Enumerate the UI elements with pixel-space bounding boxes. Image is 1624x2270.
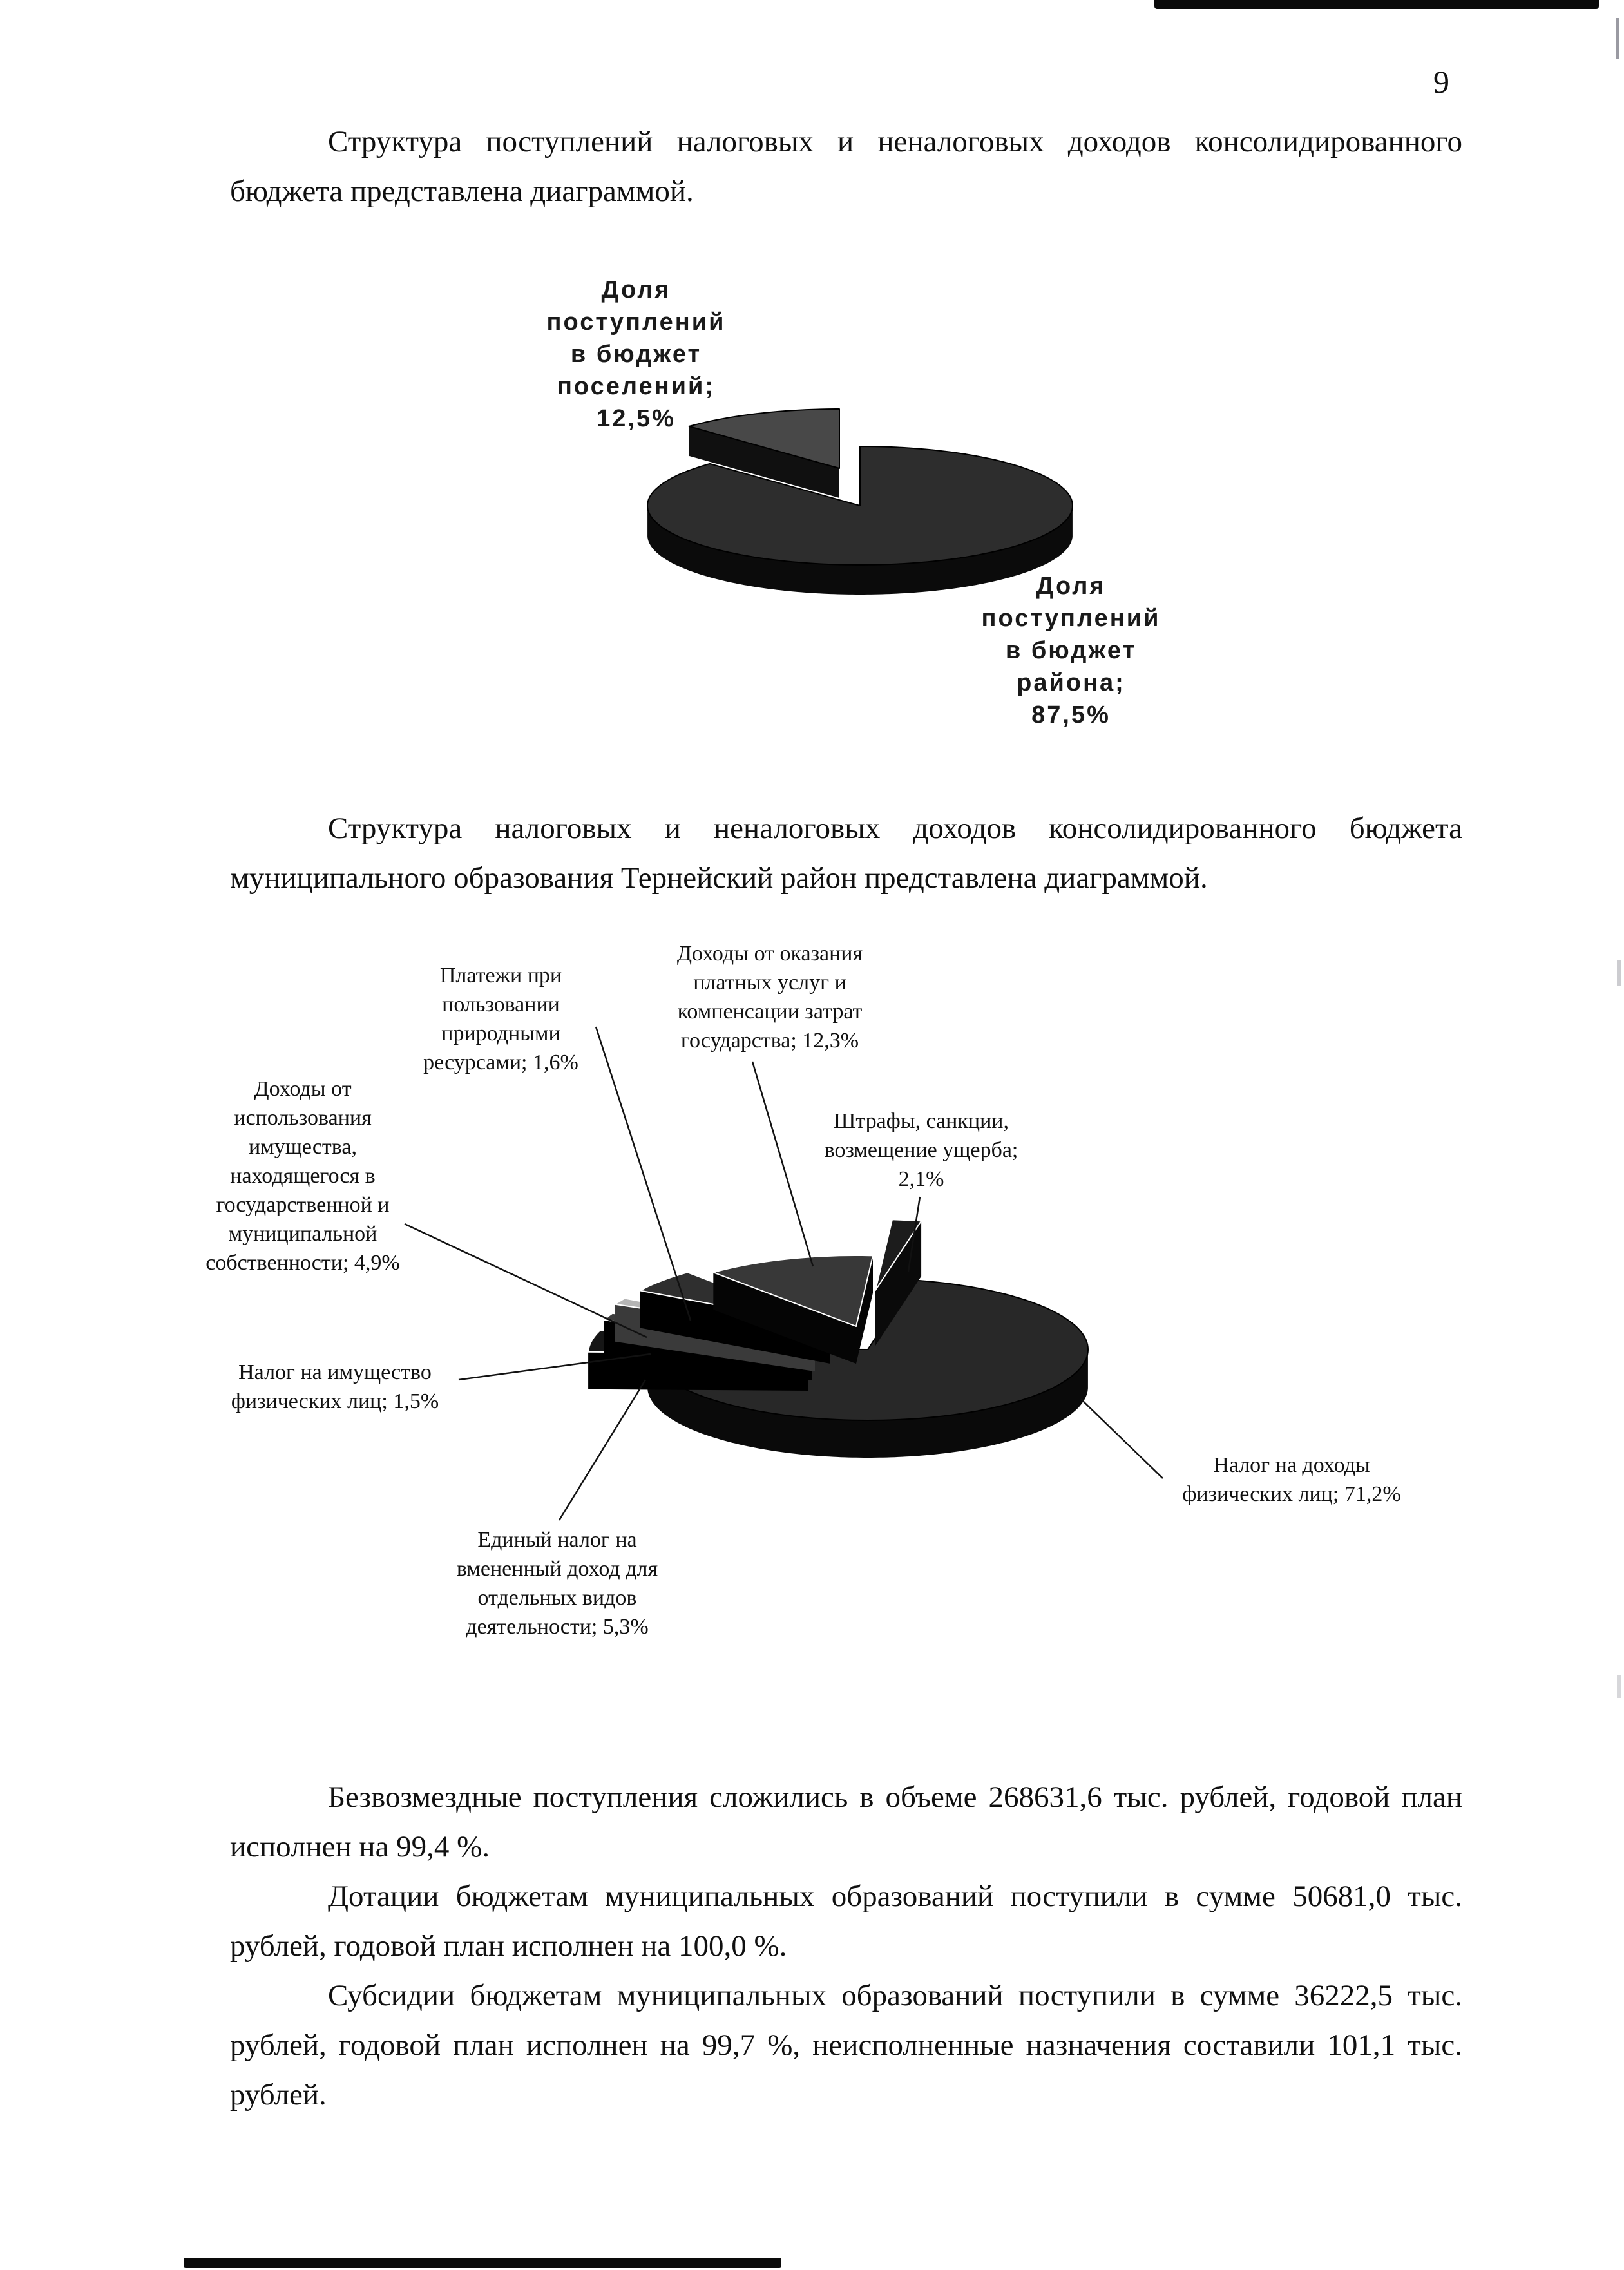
paragraph-subsidies: Субсидии бюджетам муниципальных образова… bbox=[230, 1979, 1462, 2112]
chart2-callout-personal-income-tax: Налог на доходы физических лиц; 71,2% bbox=[1182, 1453, 1401, 1506]
chart2-callout-unified-imputed-tax: Единый налог на вмененный доход для отде… bbox=[456, 1528, 658, 1639]
scan-artifact-edge-mark bbox=[1617, 1675, 1621, 1698]
chart2-callout-fines-sanctions: Штрафы, санкции, возмещение ущерба; 2,1% bbox=[824, 1109, 1018, 1191]
chart2-callout-property-use-income: Доходы от использования имущества, наход… bbox=[205, 1077, 400, 1275]
chart1-callout-settlements-share: Доля поступлений в бюджет поселений; 12,… bbox=[546, 276, 726, 432]
scan-artifact-edge-mark bbox=[1616, 18, 1619, 59]
paragraph-consolidated-budget-structure: Структура поступлений налоговых и ненало… bbox=[230, 125, 1462, 208]
scan-artifact-top-bar bbox=[1154, 0, 1599, 9]
chart2-callout-paid-services-income: Доходы от оказания платных услуг и компе… bbox=[676, 942, 863, 1053]
pie-chart-budget-shares bbox=[647, 408, 1073, 595]
page-number: 9 bbox=[1433, 64, 1449, 100]
paragraph-district-budget-structure: Структура налоговых и неналоговых доходо… bbox=[230, 812, 1462, 895]
paragraph-block-intro: Структура поступлений налоговых и ненало… bbox=[230, 117, 1462, 216]
chart1-callout-district-share: Доля поступлений в бюджет района; 87,5% bbox=[981, 573, 1161, 729]
paragraph-block-gratuitous-receipts: Безвозмездные поступления сложились в об… bbox=[230, 1773, 1462, 2120]
scan-artifact-edge-mark bbox=[1617, 960, 1621, 986]
chart2-callout-personal-property-tax: Налог на имущество физических лиц; 1,5% bbox=[231, 1360, 439, 1413]
paragraph-gratuitous-receipts: Безвозмездные поступления сложились в об… bbox=[230, 1780, 1462, 1864]
paragraph-dotations: Дотации бюджетам муниципальных образован… bbox=[230, 1880, 1462, 1963]
scan-artifact-bottom-bar bbox=[184, 2258, 781, 2268]
chart2-callout-natural-resource-payments: Платежи при пользовании природными ресур… bbox=[423, 964, 578, 1074]
paragraph-block-district-structure: Структура налоговых и неналоговых доходо… bbox=[230, 804, 1462, 903]
